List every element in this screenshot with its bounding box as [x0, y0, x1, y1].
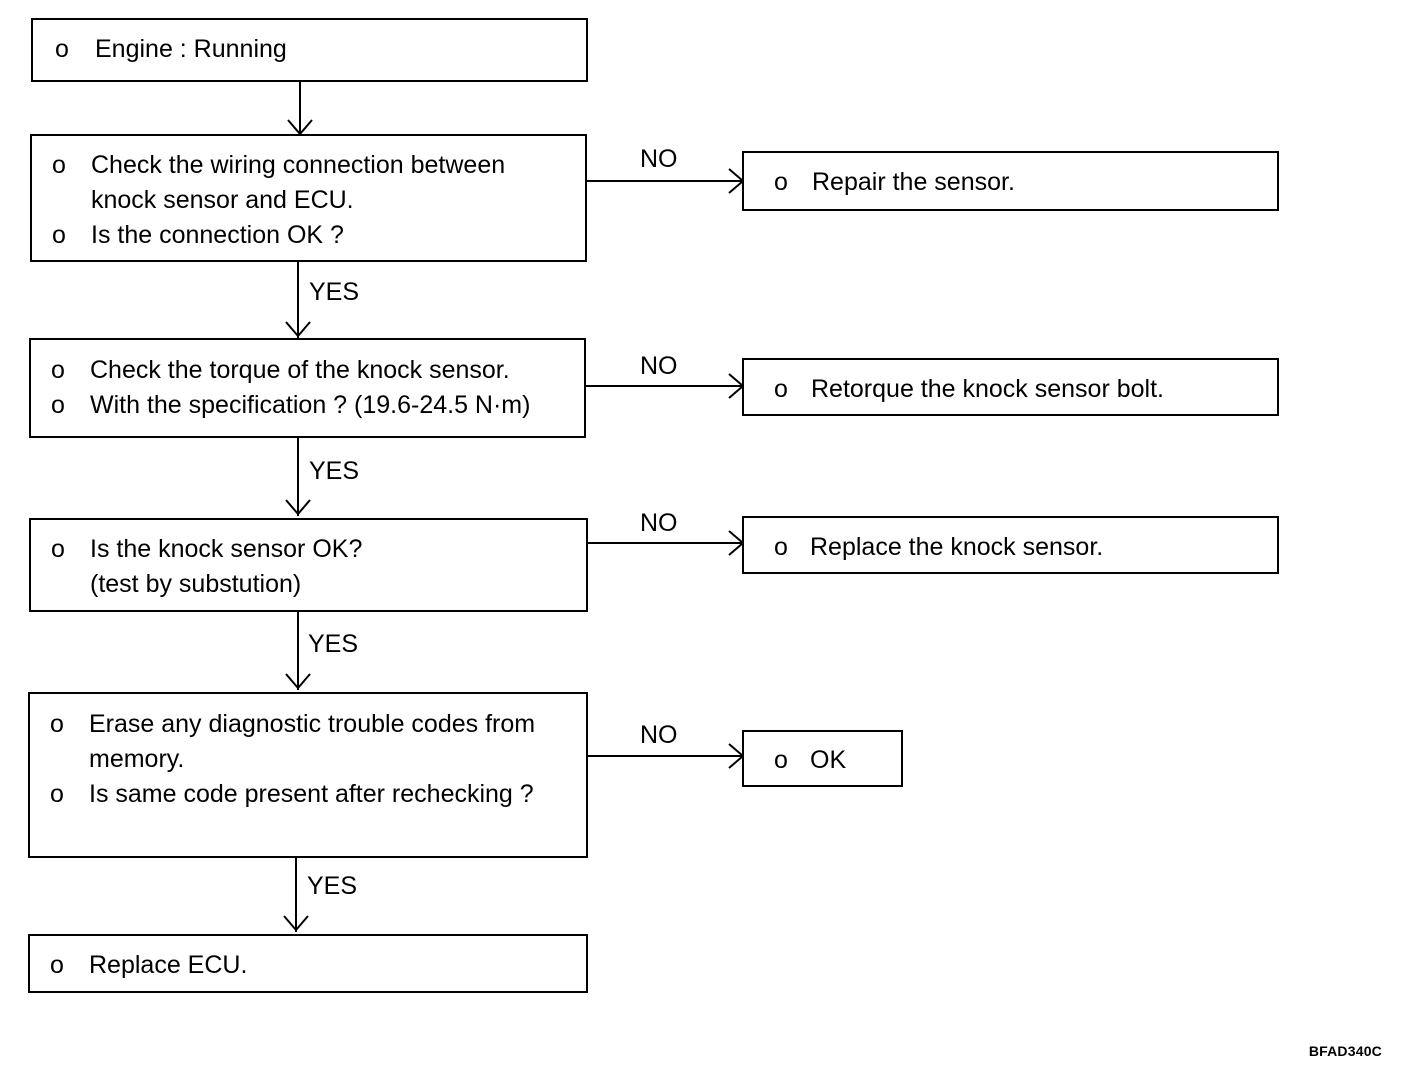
step2-box: o Check the torque of the knock sensor. …: [29, 338, 586, 438]
outcome1-bullet: o: [774, 168, 788, 196]
no-label-step1: NO: [640, 145, 678, 173]
step2-bullet-1: o: [51, 356, 65, 384]
step4-line-1: Erase any diagnostic trouble codes from: [89, 710, 536, 738]
no-label-step4: NO: [640, 721, 678, 749]
yes-label-step3: YES: [308, 630, 359, 658]
outcome1-box: o Repair the sensor.: [742, 151, 1279, 211]
step3-bullet-1: o: [51, 535, 65, 563]
start-text: Engine : Running: [95, 35, 287, 63]
final-bullet: o: [50, 951, 64, 979]
step2-line-1: Check the torque of the knock sensor.: [90, 356, 510, 384]
yes-label-step4: YES: [307, 872, 358, 900]
outcome3-box: o Replace the knock sensor.: [742, 516, 1279, 574]
arrowhead-step2-to-step3: [285, 499, 311, 516]
start-bullet: o: [55, 35, 69, 63]
outcome2-box: o Retorque the knock sensor bolt.: [742, 358, 1279, 416]
step1-line-2: knock sensor and ECU.: [91, 186, 354, 214]
step4-line-3: Is same code present after rechecking ?: [89, 780, 534, 808]
step1-bullet-1: o: [52, 151, 66, 179]
outcome4-bullet: o: [774, 746, 788, 774]
outcome3-text: Replace the knock sensor.: [810, 533, 1104, 561]
yes-label-step2: YES: [309, 457, 360, 485]
step2-bullet-2: o: [51, 391, 65, 419]
step4-line-2: memory.: [89, 745, 185, 773]
step3-line-1: Is the knock sensor OK?: [90, 535, 363, 563]
no-label-step2: NO: [640, 352, 678, 380]
step1-bullet-2: o: [52, 221, 66, 249]
final-box: o Replace ECU.: [28, 934, 588, 993]
step4-bullet-2: o: [50, 780, 64, 808]
final-text: Replace ECU.: [89, 951, 248, 979]
arrowhead-step3-to-step4: [285, 673, 311, 690]
yes-label-step1: YES: [309, 278, 360, 306]
arrowhead-step1-to-step2: [285, 321, 311, 338]
no-label-step3: NO: [640, 509, 678, 537]
step2-line-2: With the specification ? (19.6-24.5 N·m): [90, 391, 531, 419]
outcome4-text: OK: [810, 746, 847, 774]
figure-code: BFAD340C: [1308, 1043, 1382, 1059]
step1-line-1: Check the wiring connection between: [91, 151, 506, 179]
step1-line-3: Is the connection OK ?: [91, 221, 344, 249]
start-box: o Engine : Running: [31, 18, 588, 82]
outcome1-text: Repair the sensor.: [812, 168, 1015, 196]
step1-box: o Check the wiring connection between kn…: [30, 134, 587, 262]
outcome2-bullet: o: [774, 375, 788, 403]
outcome4-box: o OK: [742, 730, 903, 787]
step4-bullet-1: o: [50, 710, 64, 738]
step3-line-2: (test by substution): [90, 570, 302, 598]
arrowhead-step4-to-final: [283, 915, 309, 932]
outcome2-text: Retorque the knock sensor bolt.: [811, 375, 1164, 403]
outcome3-bullet: o: [774, 533, 788, 561]
step4-box: o Erase any diagnostic trouble codes fro…: [28, 692, 588, 858]
step3-box: o Is the knock sensor OK? (test by subst…: [29, 518, 588, 612]
